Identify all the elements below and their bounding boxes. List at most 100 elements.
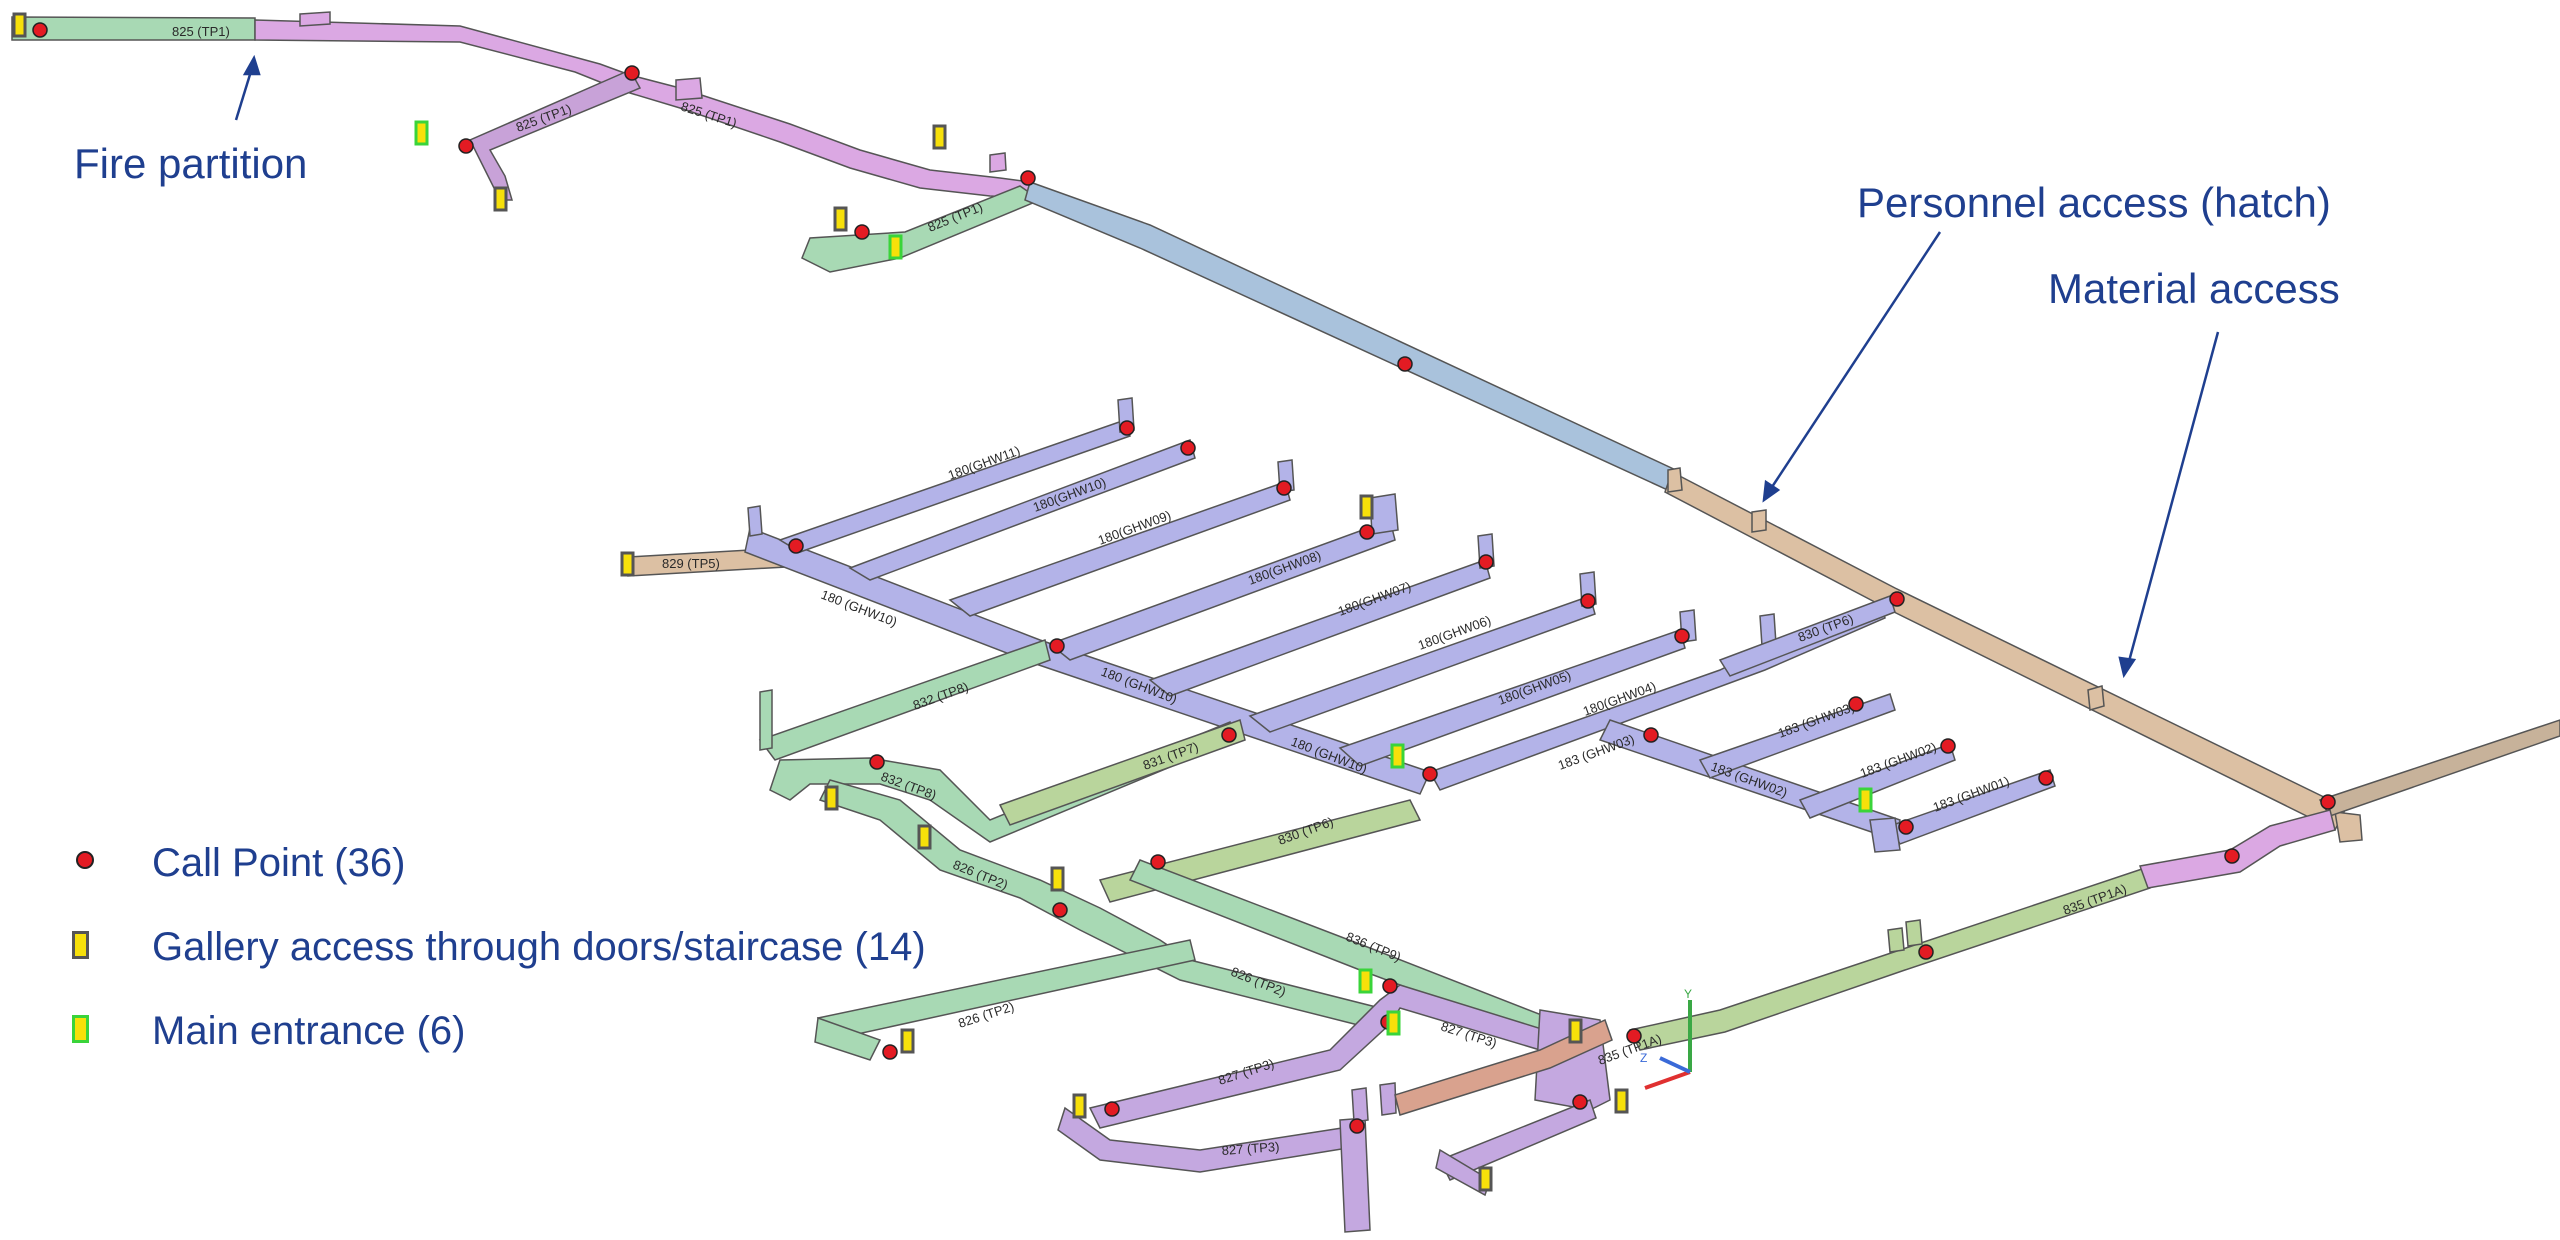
ghw-branch-05 (1338, 629, 1686, 767)
call-point[interactable] (2038, 770, 2054, 786)
call-point[interactable] (1150, 854, 1166, 870)
call-point[interactable] (1626, 1028, 1642, 1044)
gallery-access-marker[interactable] (1614, 1088, 1629, 1114)
arrow-head-material (2118, 656, 2137, 679)
label-829: 829 (TP5) (662, 556, 720, 571)
gallery-access-marker[interactable] (917, 824, 932, 850)
axis-y-letter: Y (1684, 987, 1692, 1001)
main-entrance-marker[interactable] (1858, 787, 1873, 813)
gallery-access-marker[interactable] (824, 785, 839, 811)
call-point[interactable] (1478, 554, 1494, 570)
ghw-branch-01 (1888, 769, 2056, 845)
main-entrance-points (414, 120, 1873, 1036)
call-point[interactable] (2224, 848, 2240, 864)
call-point[interactable] (1052, 902, 1068, 918)
call-point[interactable] (1382, 978, 1398, 994)
tunnel-segment-826-lower (814, 1016, 882, 1061)
call-point[interactable] (1889, 591, 1905, 607)
ghw-branch-08 (1048, 519, 1396, 661)
tunnel-tan-diagonal (1664, 467, 2560, 843)
call-point[interactable] (882, 1044, 898, 1060)
tunnel-stub-pink-2 (675, 77, 703, 101)
call-point[interactable] (854, 224, 870, 240)
call-point[interactable] (1397, 356, 1413, 372)
ghw-main-spine (744, 526, 1432, 795)
call-point[interactable] (2320, 794, 2336, 810)
call-point[interactable] (1940, 738, 1956, 754)
call-point[interactable] (1180, 440, 1196, 456)
gallery-access-marker[interactable] (1568, 1018, 1583, 1044)
call-point[interactable] (869, 754, 885, 770)
tunnel-segment-blue (1024, 181, 1681, 494)
gallery-access-marker[interactable] (1359, 494, 1374, 520)
tunnel-brown-connector (1394, 1018, 1613, 1116)
call-points (32, 22, 2336, 1134)
call-point[interactable] (1020, 170, 1036, 186)
call-point[interactable] (1643, 727, 1659, 743)
ghw-branch-03 (1698, 693, 1896, 779)
gallery-access-marker[interactable] (1050, 866, 1065, 892)
tunnel-835-stubs (1887, 919, 1923, 953)
tunnel-stub-pink-1 (299, 11, 331, 27)
tunnel-827-stubs (1351, 1082, 1397, 1123)
main-entrance-marker[interactable] (414, 120, 429, 146)
axes-gizmo: Y Z (1640, 987, 1692, 1090)
gallery-access-marker[interactable] (620, 551, 635, 577)
call-point[interactable] (32, 22, 48, 38)
main-entrance-marker[interactable] (1358, 968, 1373, 994)
call-point[interactable] (1049, 638, 1065, 654)
main-entrance-marker[interactable] (1386, 1010, 1401, 1036)
main-entrance-marker[interactable] (888, 234, 903, 260)
tunnel-blue-diagonal (1024, 181, 1681, 494)
call-point-icon (68, 843, 108, 883)
call-point[interactable] (1119, 420, 1135, 436)
call-point[interactable] (1422, 766, 1438, 782)
gallery-access-marker[interactable] (1478, 1166, 1493, 1192)
gallery-access-marker[interactable] (900, 1028, 915, 1054)
tunnel-segment-832 (758, 639, 1051, 761)
label-827-b: 827 (TP3) (1221, 1139, 1280, 1158)
axis-z (1659, 1056, 1691, 1074)
call-point[interactable] (1221, 727, 1237, 743)
main-entrance-icon (68, 1011, 108, 1051)
tunnel-827-lower-stub (1435, 1148, 1491, 1197)
call-point[interactable] (1918, 944, 1934, 960)
call-point[interactable] (1276, 480, 1292, 496)
material-stub (2087, 685, 2105, 711)
tunnel-branch-825-left (468, 69, 642, 201)
tunnel-825-tp1: 825 (TP1) 825 (TP1) 825 (TP1) 825 (TP1) (11, 11, 1042, 273)
call-point[interactable] (788, 538, 804, 554)
tunnel-stub-832 (759, 689, 773, 751)
tunnel-segment-835-pink (2138, 809, 2336, 889)
call-point[interactable] (1898, 819, 1914, 835)
call-point[interactable] (1580, 593, 1596, 609)
call-point[interactable] (1848, 696, 1864, 712)
ghw-branch-10 (848, 439, 1196, 581)
call-point[interactable] (1674, 628, 1690, 644)
gallery-access-marker[interactable] (493, 186, 508, 212)
callout-fire-partition: Fire partition (74, 140, 308, 187)
arrow-material (2126, 331, 2220, 666)
gallery-access-marker[interactable] (932, 124, 947, 150)
gallery-access-marker[interactable] (12, 12, 27, 38)
legend-main-entrance: Main entrance (6) (68, 1006, 465, 1056)
call-point[interactable] (1104, 1101, 1120, 1117)
call-point[interactable] (1359, 524, 1375, 540)
main-entrance-marker[interactable] (1390, 743, 1405, 769)
arrow-fire-partition (234, 67, 254, 121)
call-point[interactable] (1572, 1094, 1588, 1110)
ghw-branch-06 (1248, 595, 1596, 733)
legend-gallery-access-label: Gallery access through doors/staircase (… (152, 924, 926, 969)
callout-material-access: Material access (2048, 265, 2340, 312)
call-point[interactable] (1349, 1118, 1365, 1134)
tunnel-stub-pink-3 (989, 152, 1007, 173)
arrow-personnel (1768, 231, 1942, 491)
callout-personnel-access: Personnel access (hatch) (1857, 179, 2331, 226)
call-point[interactable] (458, 138, 474, 154)
call-point[interactable] (624, 65, 640, 81)
gallery-access-marker[interactable] (833, 206, 848, 232)
legend-call-point: Call Point (36) (68, 838, 405, 888)
ghw-branch-07 (1148, 559, 1491, 697)
gallery-access-marker[interactable] (1072, 1093, 1087, 1119)
